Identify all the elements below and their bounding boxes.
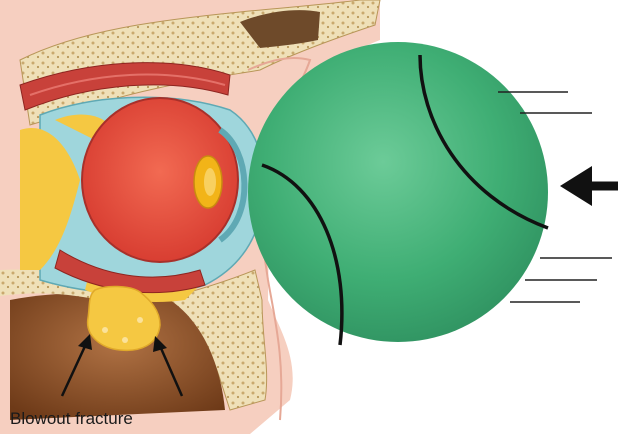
ball [248,42,548,342]
figure-caption: Blowout fracture [10,409,133,429]
arrow-left-icon [560,166,618,206]
